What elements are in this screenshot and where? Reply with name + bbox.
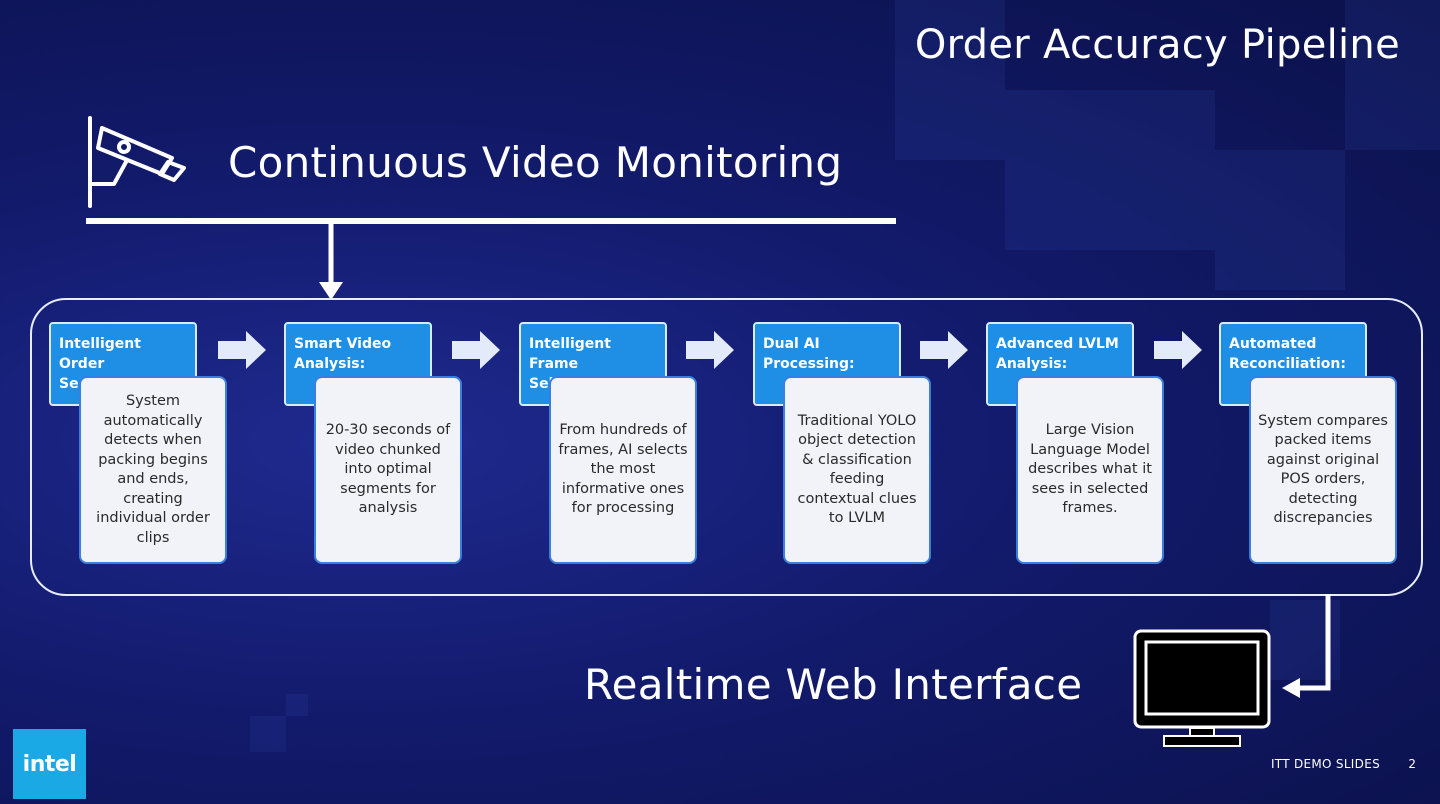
- stage-frame-selection: Intelligent Frame Selection: From hundre…: [519, 322, 759, 572]
- down-arrow-icon: [319, 224, 343, 300]
- pipeline-frame: [30, 298, 1423, 596]
- stage-description: System compares packed items against ori…: [1249, 376, 1397, 564]
- return-arrow-icon: [1282, 594, 1331, 698]
- slide-title: Order Accuracy Pipeline: [914, 22, 1400, 68]
- background-tile: [1215, 150, 1345, 290]
- stage-dual-ai: Dual AI Processing: Traditional YOLO obj…: [753, 322, 993, 572]
- intel-logo: intel: [13, 729, 86, 799]
- stage-description: From hundreds of frames, AI selects the …: [549, 376, 697, 564]
- background-tile: [1005, 90, 1215, 250]
- footer-label: ITT DEMO SLIDES: [1270, 757, 1380, 771]
- background-tile: [250, 716, 286, 752]
- monitor-icon: [1133, 629, 1271, 747]
- stage-description: System automatically detects when packin…: [79, 376, 227, 564]
- stage-description: Large Vision Language Model describes wh…: [1016, 376, 1164, 564]
- monitoring-title: Continuous Video Monitoring: [228, 138, 843, 187]
- security-camera-icon: [88, 116, 186, 208]
- right-arrow-icon: [686, 331, 734, 369]
- web-interface-title: Realtime Web Interface: [584, 660, 1083, 709]
- background-tile: [1345, 0, 1440, 150]
- stage-lvlm-analysis: Advanced LVLM Analysis: Large Vision Lan…: [986, 322, 1226, 572]
- background-tile: [286, 694, 308, 716]
- stage-video-analysis: Smart Video Analysis: 20-30 seconds of v…: [284, 322, 524, 572]
- timeline-bar: [86, 218, 896, 224]
- stage-description: 20-30 seconds of video chunked into opti…: [314, 376, 462, 564]
- background-tile: [895, 0, 1005, 160]
- right-arrow-icon: [1154, 331, 1202, 369]
- stage-segmentation: Intelligent Order Segmentation: System a…: [49, 322, 289, 572]
- right-arrow-icon: [920, 331, 968, 369]
- stage-reconciliation: Automated Reconciliation: System compare…: [1219, 322, 1440, 572]
- right-arrow-icon: [452, 331, 500, 369]
- right-arrow-icon: [218, 331, 266, 369]
- stage-description: Traditional YOLO object detection & clas…: [783, 376, 931, 564]
- page-number: 2: [1408, 757, 1416, 771]
